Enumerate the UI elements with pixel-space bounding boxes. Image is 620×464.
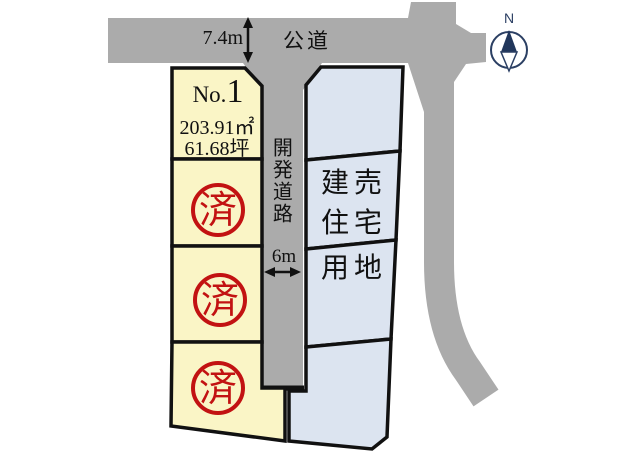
compass-icon — [490, 30, 528, 73]
lot-no1-area-sqm: 203.91㎡ — [179, 117, 255, 139]
width-arrow-horizontal-icon — [264, 267, 301, 277]
sale-lot-1-shape — [304, 65, 405, 162]
sold-stamp-2: 済 — [193, 273, 247, 327]
compass-north-label: N — [503, 10, 515, 26]
dev-road-label: 開発道路 — [269, 137, 294, 225]
public-road-label: 公道 — [283, 29, 331, 53]
lot-no1-number-prefix: No. — [192, 82, 227, 107]
width-arrow-vertical-icon — [243, 17, 253, 63]
public-road-width-dimension: 7.4m — [202, 27, 243, 49]
sold-stamp-1: 済 — [191, 183, 245, 237]
lot-no1-area-tsubo: 61.68坪 — [184, 138, 250, 160]
sale-block-label-line-3: 用地 — [320, 251, 387, 284]
lot-no1-shape — [170, 66, 264, 161]
curved-road-shape — [424, 100, 499, 407]
compass-needle-north — [501, 30, 517, 52]
compass-needle-south — [499, 51, 519, 73]
sold-stamp-3: 済 — [191, 361, 245, 415]
sale-block-label-line-1: 建売 — [320, 166, 387, 199]
lot-no1-number: No.1 — [172, 75, 264, 109]
public-road-shape — [108, 2, 486, 112]
lot-no1-number-digit: 1 — [226, 73, 244, 110]
sale-block-label-line-2: 住宅 — [320, 206, 387, 239]
dev-road-width-dimension: 6m — [271, 246, 297, 267]
sale-lot-4-shape — [287, 337, 393, 451]
